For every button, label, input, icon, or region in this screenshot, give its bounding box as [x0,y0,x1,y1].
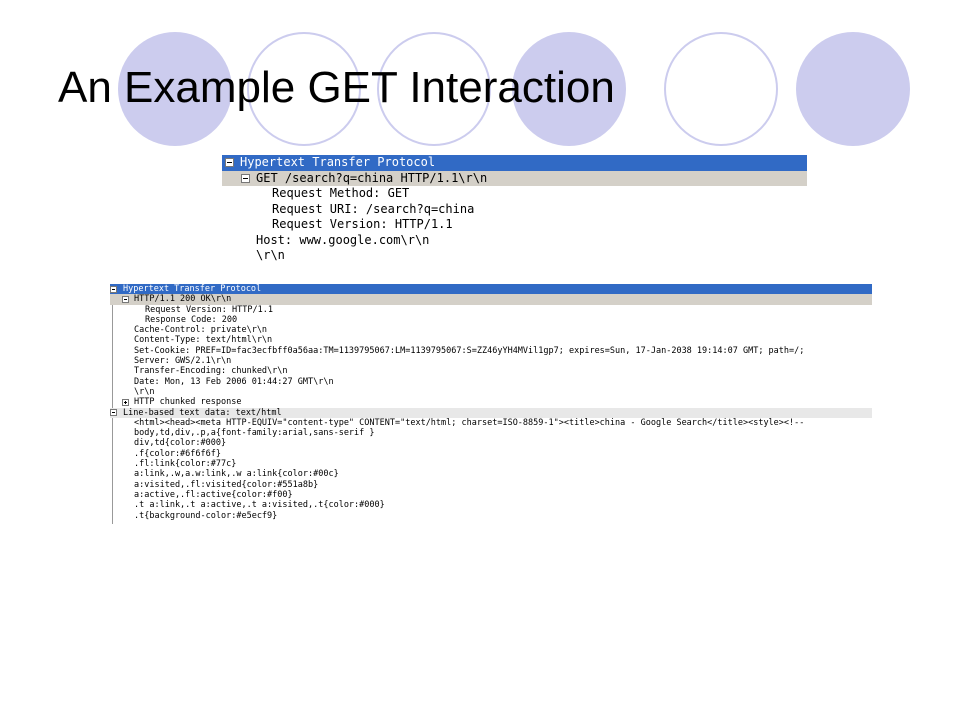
tree-row-host[interactable]: Host: www.google.com\r\n [256,232,430,247]
tree-row-html-line[interactable]: a:link,.w,a.w:link,.w a:link{color:#00c} [134,469,339,480]
tree-row-html-line[interactable]: .f{color:#6f6f6f} [134,448,221,459]
tree-row-request-version[interactable]: Request Version: HTTP/1.1 [272,217,453,231]
tree-row-server[interactable]: Server: GWS/2.1\r\n [134,356,232,367]
tree-row-status-line[interactable]: HTTP/1.1 200 OK\r\n [110,294,872,305]
expand-icon[interactable] [122,398,129,406]
decorative-circle-3 [377,32,491,146]
tree-row-transfer-encoding[interactable]: Transfer-Encoding: chunked\r\n [134,366,288,377]
collapse-icon[interactable] [110,285,117,293]
tree-row-html-line[interactable]: div,td{color:#000} [134,438,227,449]
tree-row-chunked-response[interactable]: HTTP chunked response [110,397,872,407]
response-packet-details: Hypertext Transfer Protocol HTTP/1.1 200… [110,284,872,524]
tree-row-http-protocol[interactable]: Hypertext Transfer Protocol [222,155,807,171]
tree-row-set-cookie[interactable]: Set-Cookie: PREF=ID=fac3ecfbff0a56aa:TM=… [134,345,805,356]
collapse-icon[interactable] [225,158,234,167]
decorative-circle-5 [664,32,778,146]
tree-row-request-uri[interactable]: Request URI: /search?q=china [272,201,475,216]
decorative-circle-1 [118,32,232,146]
tree-row-crlf[interactable]: \r\n [256,248,285,262]
collapse-icon[interactable] [122,295,129,303]
tree-row-content-type[interactable]: Content-Type: text/html\r\n [134,335,273,346]
tree-row-request-version[interactable]: Request Version: HTTP/1.1 [145,304,273,315]
decorative-circle-4 [512,32,626,146]
request-packet-details: Hypertext Transfer Protocol GET /search?… [222,155,807,264]
tree-row-html-line[interactable]: a:active,.fl:active{color:#f00} [134,489,293,500]
tree-row-line-based-text[interactable]: Line-based text data: text/html [110,407,872,418]
tree-row-html-line[interactable]: .t a:link,.t a:active,.t a:visited,.t{co… [134,500,385,511]
tree-row-request-line[interactable]: GET /search?q=china HTTP/1.1\r\n [222,170,807,186]
tree-row-date[interactable]: Date: Mon, 13 Feb 2006 01:44:27 GMT\r\n [134,376,334,387]
decorative-circle-2 [247,32,361,146]
tree-guide-line [112,284,113,524]
collapse-icon[interactable] [110,409,117,417]
decorative-circle-6 [796,32,910,146]
tree-row-html-line[interactable]: .t{background-color:#e5ecf9} [134,510,278,521]
tree-row-response-code[interactable]: Response Code: 200 [145,314,238,325]
slide-title: An Example GET Interaction [58,63,615,112]
tree-row-html-line[interactable]: a:visited,.fl:visited{color:#551a8b} [134,479,319,490]
tree-row-html-line[interactable]: .fl:link{color:#77c} [134,459,237,470]
tree-row-crlf[interactable]: \r\n [134,386,155,397]
collapse-icon[interactable] [241,173,250,183]
tree-row-http-protocol[interactable]: Hypertext Transfer Protocol [110,284,872,295]
tree-row-html-line[interactable]: <html><head><meta HTTP-EQUIV="content-ty… [134,417,805,428]
tree-row-html-line[interactable]: body,td,div,.p,a{font-family:arial,sans-… [134,428,375,439]
tree-row-request-method[interactable]: Request Method: GET [272,186,410,200]
tree-row-cache-control[interactable]: Cache-Control: private\r\n [134,325,268,336]
